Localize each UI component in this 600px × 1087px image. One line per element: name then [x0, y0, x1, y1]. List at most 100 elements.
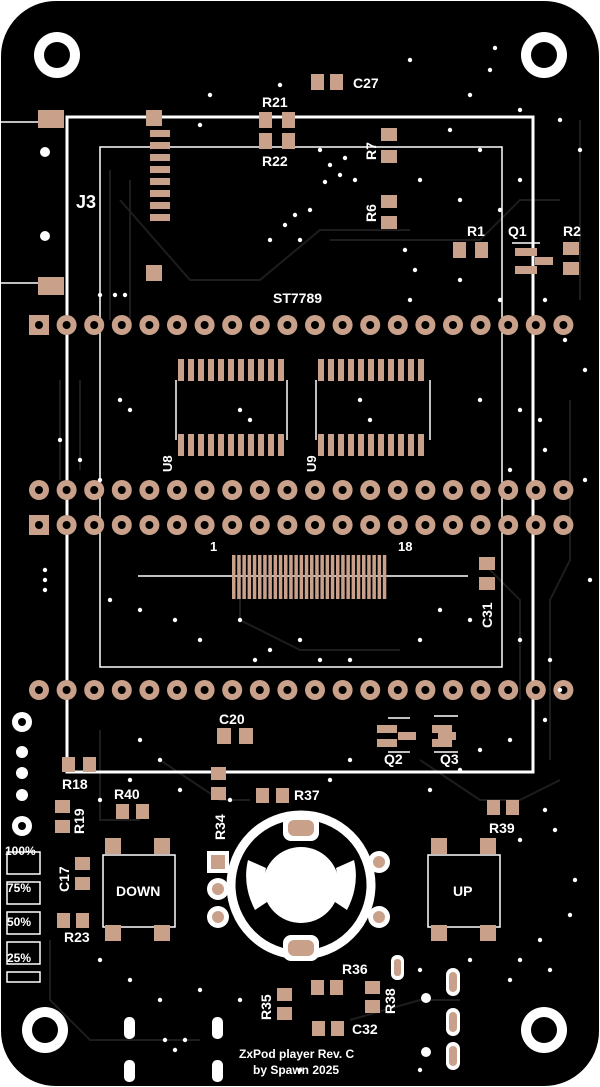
- down-button[interactable]: [102, 838, 176, 941]
- via: [497, 297, 503, 303]
- via: [507, 467, 513, 473]
- fpc-pin: [367, 555, 371, 599]
- fpc-pin: [330, 555, 335, 599]
- via: [537, 937, 543, 943]
- ic-pin: [338, 359, 344, 381]
- volume-level-markers: [6, 851, 41, 983]
- resistor-r1: [453, 242, 488, 258]
- ic-pin: [208, 359, 214, 381]
- via: [197, 122, 203, 128]
- via: [267, 237, 273, 243]
- via: [427, 787, 433, 793]
- via: [577, 147, 583, 153]
- via: [517, 407, 523, 413]
- ic-pin: [368, 434, 374, 456]
- rotary-encoder[interactable]: [207, 810, 390, 961]
- fpc-pin: [247, 555, 252, 599]
- fpc-pin: [372, 555, 376, 599]
- fpc-pin: [263, 555, 267, 599]
- via: [407, 297, 413, 303]
- ic-u9-label: U9: [304, 455, 319, 472]
- via: [547, 967, 553, 973]
- via: [347, 757, 353, 763]
- fpc-pin: [252, 555, 257, 599]
- via: [297, 237, 303, 243]
- via: [352, 177, 358, 183]
- via: [517, 177, 523, 183]
- resistor-r2: [563, 242, 579, 275]
- fpc-pin: [382, 555, 387, 599]
- via: [412, 267, 418, 273]
- via: [542, 807, 548, 813]
- ic-pin: [268, 359, 274, 381]
- c27-label: C27: [353, 75, 379, 91]
- via: [42, 587, 48, 593]
- via: [437, 607, 443, 613]
- via: [107, 597, 113, 603]
- ic-pin: [248, 359, 254, 381]
- c31-label: C31: [479, 602, 495, 628]
- pin-first-label: 1: [210, 539, 217, 554]
- up-button[interactable]: [427, 838, 501, 941]
- fpc-pin: [356, 555, 361, 599]
- via: [477, 397, 483, 403]
- ic-pin: [358, 434, 364, 456]
- r40-label: R40: [114, 786, 140, 802]
- via: [417, 967, 423, 973]
- r18-label: R18: [62, 776, 88, 792]
- via: [322, 179, 328, 185]
- ic-pin: [238, 434, 244, 456]
- via: [207, 92, 213, 98]
- c32-label: C32: [352, 1021, 378, 1037]
- via: [467, 957, 473, 963]
- volume-level-100: 100%: [5, 844, 36, 858]
- q2-label: Q2: [384, 751, 403, 767]
- edge-pin-strip: [12, 712, 32, 836]
- ic-pin: [258, 359, 264, 381]
- display-module-outline: [65, 115, 535, 774]
- via: [317, 147, 323, 153]
- via: [247, 417, 253, 423]
- ic-pin: [398, 434, 404, 456]
- fpc-pin: [336, 555, 340, 599]
- r7-label: R7: [363, 142, 379, 160]
- ic-pin: [418, 434, 424, 456]
- via: [537, 417, 543, 423]
- resistor-r7: [381, 128, 397, 163]
- ic-u8-label: U8: [160, 455, 175, 472]
- resistor-r39: [487, 800, 519, 815]
- capacitor-c17: [75, 857, 90, 890]
- fpc-pin: [232, 555, 236, 599]
- ic-pin: [328, 359, 334, 381]
- r1-label: R1: [467, 223, 485, 239]
- via: [417, 1067, 423, 1073]
- via: [547, 657, 553, 663]
- ic-pin: [378, 359, 384, 381]
- fpc-pin: [377, 555, 382, 599]
- vias: [42, 45, 593, 1073]
- up-button-label: UP: [453, 883, 472, 899]
- ic-pin: [348, 434, 354, 456]
- r19-label: R19: [71, 808, 87, 834]
- fpc-connector: [138, 555, 468, 599]
- header-pin-rows: [29, 315, 574, 700]
- ic-pin: [178, 434, 184, 456]
- ic-pin: [268, 434, 274, 456]
- resistor-r37: [256, 788, 289, 803]
- ic-pin: [418, 359, 424, 381]
- resistor-r35: [277, 988, 292, 1020]
- via: [517, 637, 523, 643]
- connector-j3: [0, 110, 170, 295]
- resistor-r6: [381, 195, 397, 229]
- via: [572, 877, 578, 883]
- ic-pin: [388, 434, 394, 456]
- via: [112, 292, 118, 298]
- mounting-holes: [22, 32, 567, 1053]
- via: [582, 477, 588, 483]
- via: [507, 977, 513, 983]
- via: [97, 797, 103, 803]
- credit-author: by Spawn 2025: [253, 1063, 339, 1077]
- via: [97, 477, 103, 483]
- via: [157, 757, 163, 763]
